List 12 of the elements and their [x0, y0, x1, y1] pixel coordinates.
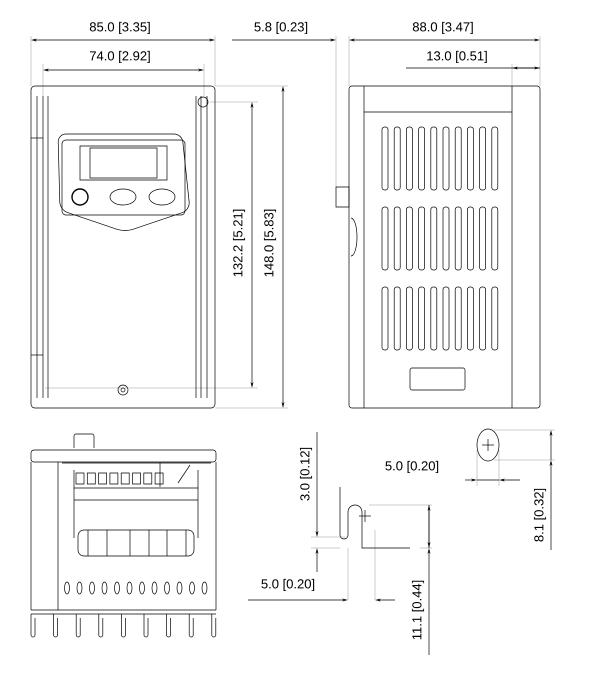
dimension-label: 74.0 [2.92] [90, 50, 150, 64]
dimension-label: 5.8 [0.23] [254, 22, 308, 34]
dimension-label: 88.0 [3.47] [412, 22, 473, 34]
dimension-label: 8.1 [0.32] [534, 488, 546, 542]
dimension-label: 5.0 [0.20] [261, 578, 314, 592]
dimension-label: 148.0 [5.83] [264, 210, 276, 276]
dimension-label: 13.0 [0.51] [427, 50, 487, 64]
dimension-label: 11.1 [0.44] [412, 580, 424, 640]
dimension-label: 132.2 [5.21] [232, 210, 246, 276]
dimension-label: 3.0 [0.12] [300, 448, 312, 501]
dimension-label: 5.0 [0.20] [385, 460, 438, 474]
dimension-label: 85.0 [3.35] [90, 22, 150, 34]
